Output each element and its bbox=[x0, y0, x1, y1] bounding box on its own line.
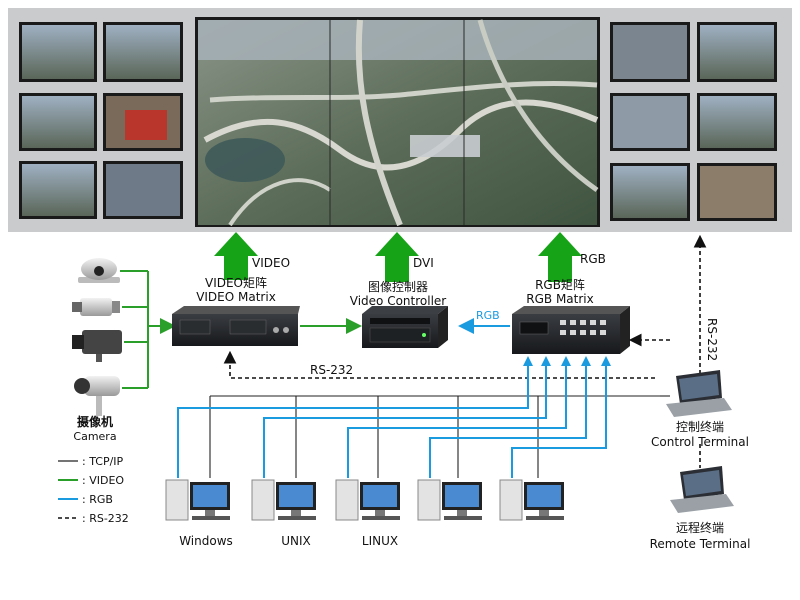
workstation-label: LINUX bbox=[362, 534, 398, 548]
workstation-label: UNIX bbox=[281, 534, 311, 548]
camera-label-en: Camera bbox=[73, 430, 116, 443]
tile-image bbox=[700, 25, 774, 79]
workstation bbox=[499, 479, 564, 521]
tile-image bbox=[700, 166, 774, 218]
workstation-rgb-lines bbox=[177, 362, 607, 478]
dome-camera-icon bbox=[78, 258, 120, 283]
rs232-vertical-label: RS-232 bbox=[705, 318, 719, 361]
bullet-camera-icon bbox=[72, 330, 122, 362]
workstation bbox=[417, 479, 482, 521]
tile-image bbox=[613, 96, 687, 148]
rgb-link-label: RGB bbox=[476, 309, 500, 322]
tile-image bbox=[22, 96, 94, 148]
tile-image bbox=[106, 164, 180, 216]
signal-arrows-to-wall: VIDEO DVI RGB bbox=[214, 232, 606, 282]
legend-label: : RS-232 bbox=[82, 512, 129, 525]
tile-image bbox=[700, 96, 774, 148]
tile-image bbox=[613, 25, 687, 79]
video-matrix-label-en: VIDEO Matrix bbox=[196, 290, 276, 304]
tile-image bbox=[22, 164, 94, 216]
workstations: Windows UNIX LINUX bbox=[165, 479, 564, 548]
rgb-input-arrowheads bbox=[523, 356, 611, 366]
video-wall bbox=[8, 8, 792, 232]
video-matrix-label-cn: VIDEO矩阵 bbox=[205, 276, 267, 290]
video-matrix-device: VIDEO矩阵 VIDEO Matrix bbox=[172, 276, 300, 346]
workstation bbox=[335, 479, 400, 521]
laptop-icon bbox=[670, 466, 734, 513]
rgb-arrow-label: RGB bbox=[580, 252, 606, 266]
remote-terminal-label-en: Remote Terminal bbox=[650, 537, 751, 551]
remote-terminal: 远程终端 Remote Terminal bbox=[650, 466, 751, 551]
legend-label: : RGB bbox=[82, 493, 113, 506]
outdoor-camera-icon bbox=[74, 376, 120, 416]
control-terminal: 控制终端 Control Terminal bbox=[651, 370, 749, 449]
control-terminal-label-cn: 控制终端 bbox=[676, 419, 724, 434]
dvi-up-arrow bbox=[375, 232, 419, 282]
center-aerial-view bbox=[195, 17, 600, 227]
tile-image bbox=[106, 25, 180, 79]
left-camera-tiles bbox=[19, 22, 183, 219]
remote-terminal-label-cn: 远程终端 bbox=[676, 520, 724, 535]
rs232-connections bbox=[223, 234, 707, 468]
camera-label-cn: 摄像机 bbox=[77, 414, 113, 429]
legend-label: : TCP/IP bbox=[82, 455, 124, 468]
control-terminal-label-en: Control Terminal bbox=[651, 435, 749, 449]
rgb-matrix-device: RGB矩阵 RGB Matrix bbox=[512, 278, 630, 354]
rgb-matrix-label-en: RGB Matrix bbox=[526, 292, 593, 306]
workstation bbox=[251, 479, 316, 521]
controller-label-cn: 图像控制器 bbox=[368, 280, 428, 294]
video-arrow-label: VIDEO bbox=[252, 256, 290, 270]
rgb-matrix-label-cn: RGB矩阵 bbox=[535, 278, 585, 292]
rs232-label: RS-232 bbox=[310, 363, 353, 377]
laptop-icon bbox=[666, 370, 732, 417]
video-controller-device: 图像控制器 Video Controller bbox=[350, 280, 448, 348]
rgb-up-arrow bbox=[538, 232, 582, 282]
video-up-arrow bbox=[214, 232, 258, 280]
workstation-label: Windows bbox=[179, 534, 233, 548]
cameras: 摄像机 Camera bbox=[72, 258, 122, 443]
dvi-arrow-label: DVI bbox=[413, 256, 434, 270]
box-camera-icon bbox=[72, 298, 120, 316]
camera-video-connections bbox=[120, 270, 176, 389]
right-camera-tiles bbox=[610, 22, 777, 221]
tile-image bbox=[22, 25, 94, 79]
tile-image bbox=[613, 166, 687, 218]
controller-label-en: Video Controller bbox=[350, 294, 447, 308]
legend: : TCP/IP : VIDEO : RGB : RS-232 bbox=[58, 455, 129, 525]
workstation bbox=[165, 479, 230, 521]
legend-label: : VIDEO bbox=[82, 474, 124, 487]
